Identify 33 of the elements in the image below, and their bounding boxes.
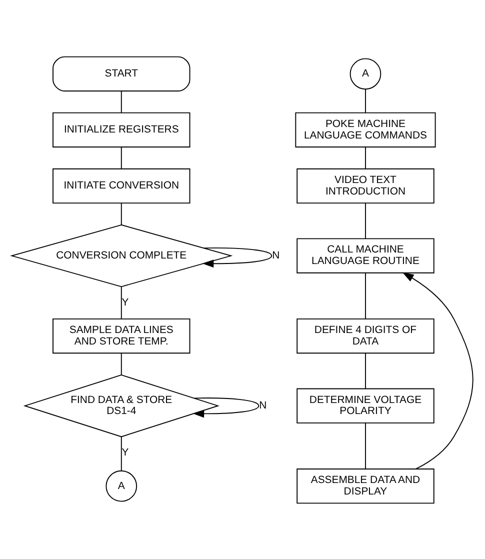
node-diamond: CONVERSION COMPLETE xyxy=(10,224,233,287)
node-box: ASSEMBLE DATA AND DISPLAY xyxy=(296,468,434,504)
node-box: START xyxy=(52,56,190,91)
connector xyxy=(365,146,366,169)
node-box: CALL MACHINE LANGUAGE ROUTINE xyxy=(296,238,434,273)
node-box: INITIATE CONVERSION xyxy=(52,168,190,204)
node-box: INITIALIZE REGISTERS xyxy=(52,112,190,147)
node-box: POKE MACHINE LANGUAGE COMMANDS xyxy=(295,112,436,147)
arrow xyxy=(192,397,260,418)
node-circle: A xyxy=(106,470,138,502)
connector xyxy=(120,286,122,319)
edge-label: Y xyxy=(122,296,129,308)
arrow xyxy=(402,272,474,469)
arrow xyxy=(202,246,272,268)
edge-label: Y xyxy=(122,447,129,458)
connector xyxy=(365,202,366,239)
edge-label: N xyxy=(259,400,267,412)
node-box: DETERMINE VOLTAGE POLARITY xyxy=(296,388,434,423)
connector xyxy=(365,272,366,319)
connector xyxy=(120,436,122,471)
node-diamond: FIND DATA & STORE DS1-4 xyxy=(23,374,220,437)
node-circle: A xyxy=(350,58,382,90)
connector xyxy=(365,422,366,469)
connector xyxy=(120,352,122,375)
node-box: VIDEO TEXT INTRODUCTION xyxy=(296,168,434,204)
connector xyxy=(120,90,122,113)
connector xyxy=(120,146,122,169)
edge-label: N xyxy=(272,250,280,261)
node-box: DEFINE 4 DIGITS OF DATA xyxy=(296,318,434,354)
connector xyxy=(365,88,366,112)
connector xyxy=(120,202,122,225)
connector xyxy=(365,352,366,389)
node-box: SAMPLE DATA LINES AND STORE TEMP. xyxy=(52,318,190,354)
